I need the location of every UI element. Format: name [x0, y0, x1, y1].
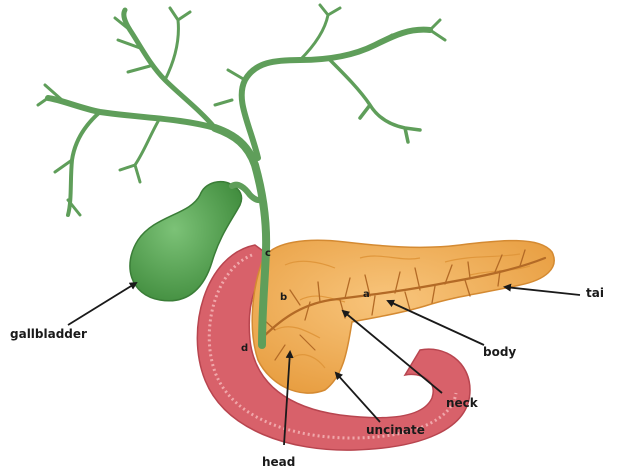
gallbladder-arrow	[68, 283, 136, 325]
marker-d: d	[241, 343, 248, 354]
body-arrow	[388, 301, 484, 345]
marker-b: b	[280, 292, 287, 303]
marker-c: c	[265, 248, 271, 259]
label-body: body	[483, 345, 516, 359]
label-uncinate: uncinate	[366, 423, 425, 437]
label-gallbladder: gallbladder	[10, 327, 87, 341]
label-neck: neck	[446, 396, 478, 410]
marker-a: a	[363, 289, 370, 300]
pancreas	[252, 240, 554, 393]
label-tail: tai	[586, 286, 604, 300]
tail-arrow	[505, 287, 580, 295]
label-head: head	[262, 455, 295, 469]
